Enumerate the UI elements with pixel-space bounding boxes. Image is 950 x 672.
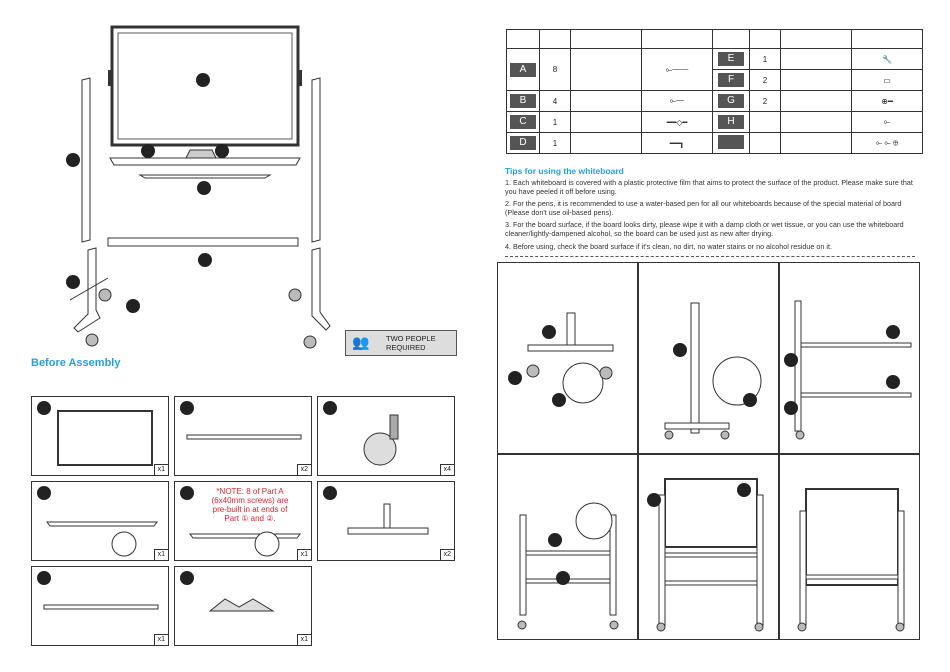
part-letter: D	[510, 136, 536, 150]
part-qty: x1	[296, 634, 311, 645]
part-letter: A	[510, 62, 536, 77]
small-screw-icon: ⟜	[883, 117, 891, 126]
screw-set-icon: ⟜ ⟜ ⊕	[875, 138, 899, 147]
short-screw-icon: ⟜━	[669, 96, 685, 105]
part-letter: F	[718, 73, 744, 87]
part-panel-1: x1	[31, 396, 169, 476]
part-letter: G	[718, 94, 744, 108]
step-panel-4	[497, 454, 638, 640]
callout-badge	[542, 325, 556, 339]
callout-badge	[784, 353, 798, 367]
part-number-badge	[180, 401, 194, 415]
table-row: D 1 ━━┓ ⟜ ⟜ ⊕	[506, 132, 923, 154]
part-letter: E	[718, 52, 744, 66]
part-qty: 1	[749, 48, 781, 70]
callout-badge	[548, 533, 562, 547]
tips-divider	[505, 256, 915, 257]
tips-title: Tips for using the whiteboard	[505, 166, 624, 176]
part-qty: 8	[539, 48, 571, 91]
part-qty: x2	[439, 549, 454, 560]
callout-badge	[886, 375, 900, 389]
part-panel-8: x1	[174, 566, 312, 646]
end-cap-icon: ▭	[883, 75, 891, 85]
allen-key-icon: ━━┓	[669, 138, 685, 148]
callout-3	[215, 144, 229, 158]
part-panel-2: x2	[174, 396, 312, 476]
part-panel-7: x1	[31, 566, 169, 646]
table-header-row	[506, 29, 923, 49]
callout-6	[198, 253, 212, 267]
callout-4	[66, 153, 80, 167]
step-panel-3	[779, 262, 920, 454]
step-panel-2	[638, 262, 779, 454]
part-qty: x1	[296, 549, 311, 560]
part-qty: 2	[749, 69, 781, 91]
part-qty: x1	[153, 549, 168, 560]
before-assembly-title: Before Assembly	[31, 357, 121, 369]
part-qty	[749, 111, 781, 133]
callout-badge	[508, 371, 522, 385]
part-qty	[749, 132, 781, 154]
two-people-required-badge: 👥 TWO PEOPLE REQUIRED	[345, 330, 457, 356]
part-number-badge	[37, 486, 51, 500]
screwdriver-icon: ━━◇━	[666, 117, 688, 127]
part-qty: x2	[296, 464, 311, 475]
part-qty: x1	[153, 464, 168, 475]
callout-badge	[784, 401, 798, 415]
callout-badge	[552, 393, 566, 407]
table-row: B 4 ⟜━ G 2 ⊕━	[506, 90, 923, 112]
knob-screw-icon: ⊕━	[881, 96, 893, 106]
part-qty: x4	[439, 464, 454, 475]
tip-item-3: 3. For the board surface, if the board l…	[505, 220, 904, 238]
part-letter: H	[718, 115, 744, 129]
part-panel-3: x4	[317, 396, 455, 476]
callout-badge	[886, 325, 900, 339]
callout-5	[197, 181, 211, 195]
part-number-badge	[323, 401, 337, 415]
step-panel-6	[779, 454, 920, 640]
callout-badge	[556, 571, 570, 585]
part-letter: C	[510, 115, 536, 129]
part-a-note: *NOTE: 8 of Part A (6x40mm screws) are p…	[211, 487, 289, 523]
part-qty: 2	[749, 90, 781, 112]
part-panel-5: x1	[174, 481, 312, 561]
step-panel-5	[638, 454, 779, 640]
tip-item-1: 1. Each whiteboard is covered with a pla…	[505, 178, 913, 196]
table-row: F 2 ▭	[507, 69, 923, 91]
table-row: C 1 ━━◇━ H ⟜	[506, 111, 923, 133]
callout-badge	[737, 483, 751, 497]
part-qty: 4	[539, 90, 571, 112]
tip-item-4: 4. Before using, check the board surface…	[505, 242, 832, 251]
step-panel-1	[497, 262, 638, 454]
part-number-badge	[180, 486, 194, 500]
tip-item-2: 2. For the pens, it is recommended to us…	[505, 199, 902, 217]
table-row: A 8 ⟜━━ E 1 🔧	[506, 48, 923, 91]
callout-1	[196, 73, 210, 87]
part-number-badge	[180, 571, 194, 585]
two-people-icon: 👥	[352, 334, 370, 350]
part-letter: B	[510, 94, 536, 108]
long-screw-icon: ⟜━━	[665, 64, 689, 74]
part-qty: x1	[153, 634, 168, 645]
callout-badge	[743, 393, 757, 407]
callout-7	[66, 275, 80, 289]
part-qty: 1	[539, 132, 571, 154]
part-qty: 1	[539, 111, 571, 133]
callout-8	[126, 299, 140, 313]
callout-badge	[647, 493, 661, 507]
part-panel-6: x2	[317, 481, 455, 561]
part-panel-4: x1	[31, 481, 169, 561]
part-letter	[718, 135, 744, 149]
two-people-label: TWO PEOPLE REQUIRED	[386, 334, 436, 352]
callout-badge	[673, 343, 687, 357]
part-number-badge	[323, 486, 337, 500]
part-number-badge	[37, 571, 51, 585]
callout-2	[141, 144, 155, 158]
part-number-badge	[37, 401, 51, 415]
hardware-parts-table: A 8 ⟜━━ E 1 🔧 F 2 ▭ B 4 ⟜━ G 2 ⊕━ C 1 ━━…	[506, 29, 923, 154]
wrench-icon: 🔧	[882, 54, 892, 64]
